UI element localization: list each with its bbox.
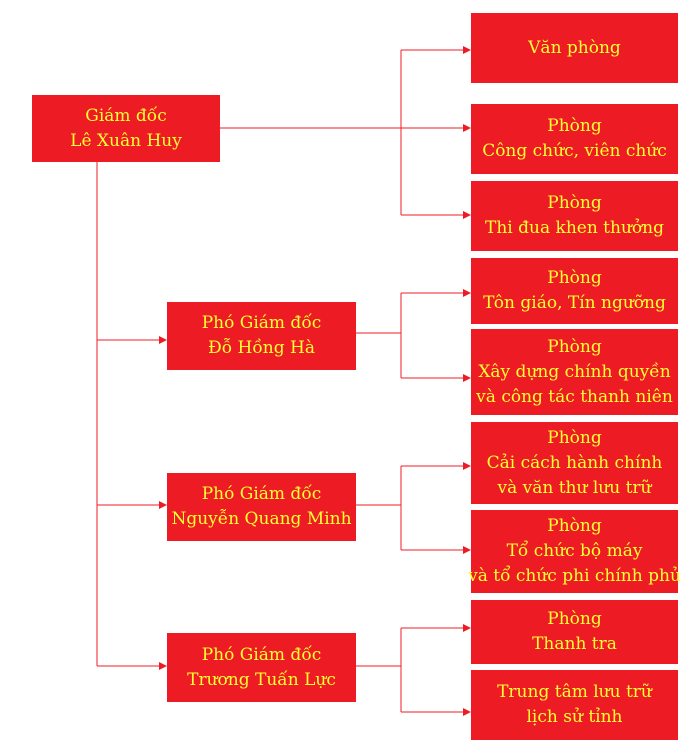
deputy2-title: Phó Giám đốc (201, 484, 322, 504)
unit-line: Phòng (547, 268, 602, 288)
unit-line: Phòng (547, 427, 602, 448)
unit-line: Tôn giáo, Tín ngưỡng (483, 293, 666, 313)
director-box: Giám đốc Lê Xuân Huy (32, 95, 220, 162)
unit-line: Phòng (547, 336, 602, 357)
unit-thi-dua-khen-thuong: Phòng Thi đua khen thưởng (471, 181, 678, 251)
unit-line: Thi đua khen thưởng (485, 218, 664, 238)
deputy-director-box-3: Phó Giám đốc Trương Tuấn Lực (167, 633, 356, 702)
deputy-director-box-1: Phó Giám đốc Đỗ Hồng Hà (167, 302, 356, 370)
unit-line: Văn phòng (528, 37, 621, 58)
unit-line: Trung tâm lưu trữ (497, 682, 652, 702)
unit-line: Phòng (547, 609, 602, 629)
unit-cai-cach-hanh-chinh: Phòng Cải cách hành chính và văn thư lưu… (471, 422, 678, 504)
deputy3-title: Phó Giám đốc (201, 644, 322, 665)
unit-line: Công chức, viên chức (482, 141, 667, 161)
unit-cong-chuc-vien-chuc: Phòng Công chức, viên chức (471, 104, 678, 174)
deputy3-name: Trương Tuấn Lực (187, 669, 336, 690)
unit-thanh-tra: Phòng Thanh tra (471, 600, 678, 664)
unit-trung-tam-luu-tru: Trung tâm lưu trữ lịch sử tỉnh (471, 670, 678, 740)
unit-to-chuc-bo-may: Phòng Tổ chức bộ máy và tổ chức phi chín… (468, 510, 681, 593)
deputy1-title: Phó Giám đốc (201, 313, 322, 333)
director-name: Lê Xuân Huy (70, 130, 182, 151)
unit-line: và công tác thanh niên (476, 386, 673, 407)
unit-van-phong: Văn phòng (471, 13, 678, 83)
deputy1-name: Đỗ Hồng Hà (208, 338, 315, 358)
unit-line: Phòng (547, 193, 602, 213)
unit-line: và tổ chức phi chính phủ (468, 566, 681, 586)
unit-line: Xây dựng chính quyền (478, 361, 671, 382)
unit-line: Cải cách hành chính (486, 452, 663, 473)
deputy2-name: Nguyễn Quang Minh (171, 509, 352, 529)
unit-line: Tổ chức bộ máy (506, 541, 643, 561)
unit-line: Phòng (547, 516, 602, 536)
unit-line: Phòng (547, 116, 602, 136)
unit-line: Thanh tra (532, 634, 617, 654)
unit-line: và văn thư lưu trữ (497, 477, 652, 498)
unit-ton-giao-tin-nguong: Phòng Tôn giáo, Tín ngưỡng (471, 258, 678, 324)
unit-line: lịch sử tỉnh (526, 707, 623, 727)
unit-xay-dung-chinh-quyen: Phòng Xây dựng chính quyền và công tác t… (471, 329, 678, 415)
director-title: Giám đốc (85, 105, 167, 126)
deputy-director-box-2: Phó Giám đốc Nguyễn Quang Minh (167, 473, 356, 541)
